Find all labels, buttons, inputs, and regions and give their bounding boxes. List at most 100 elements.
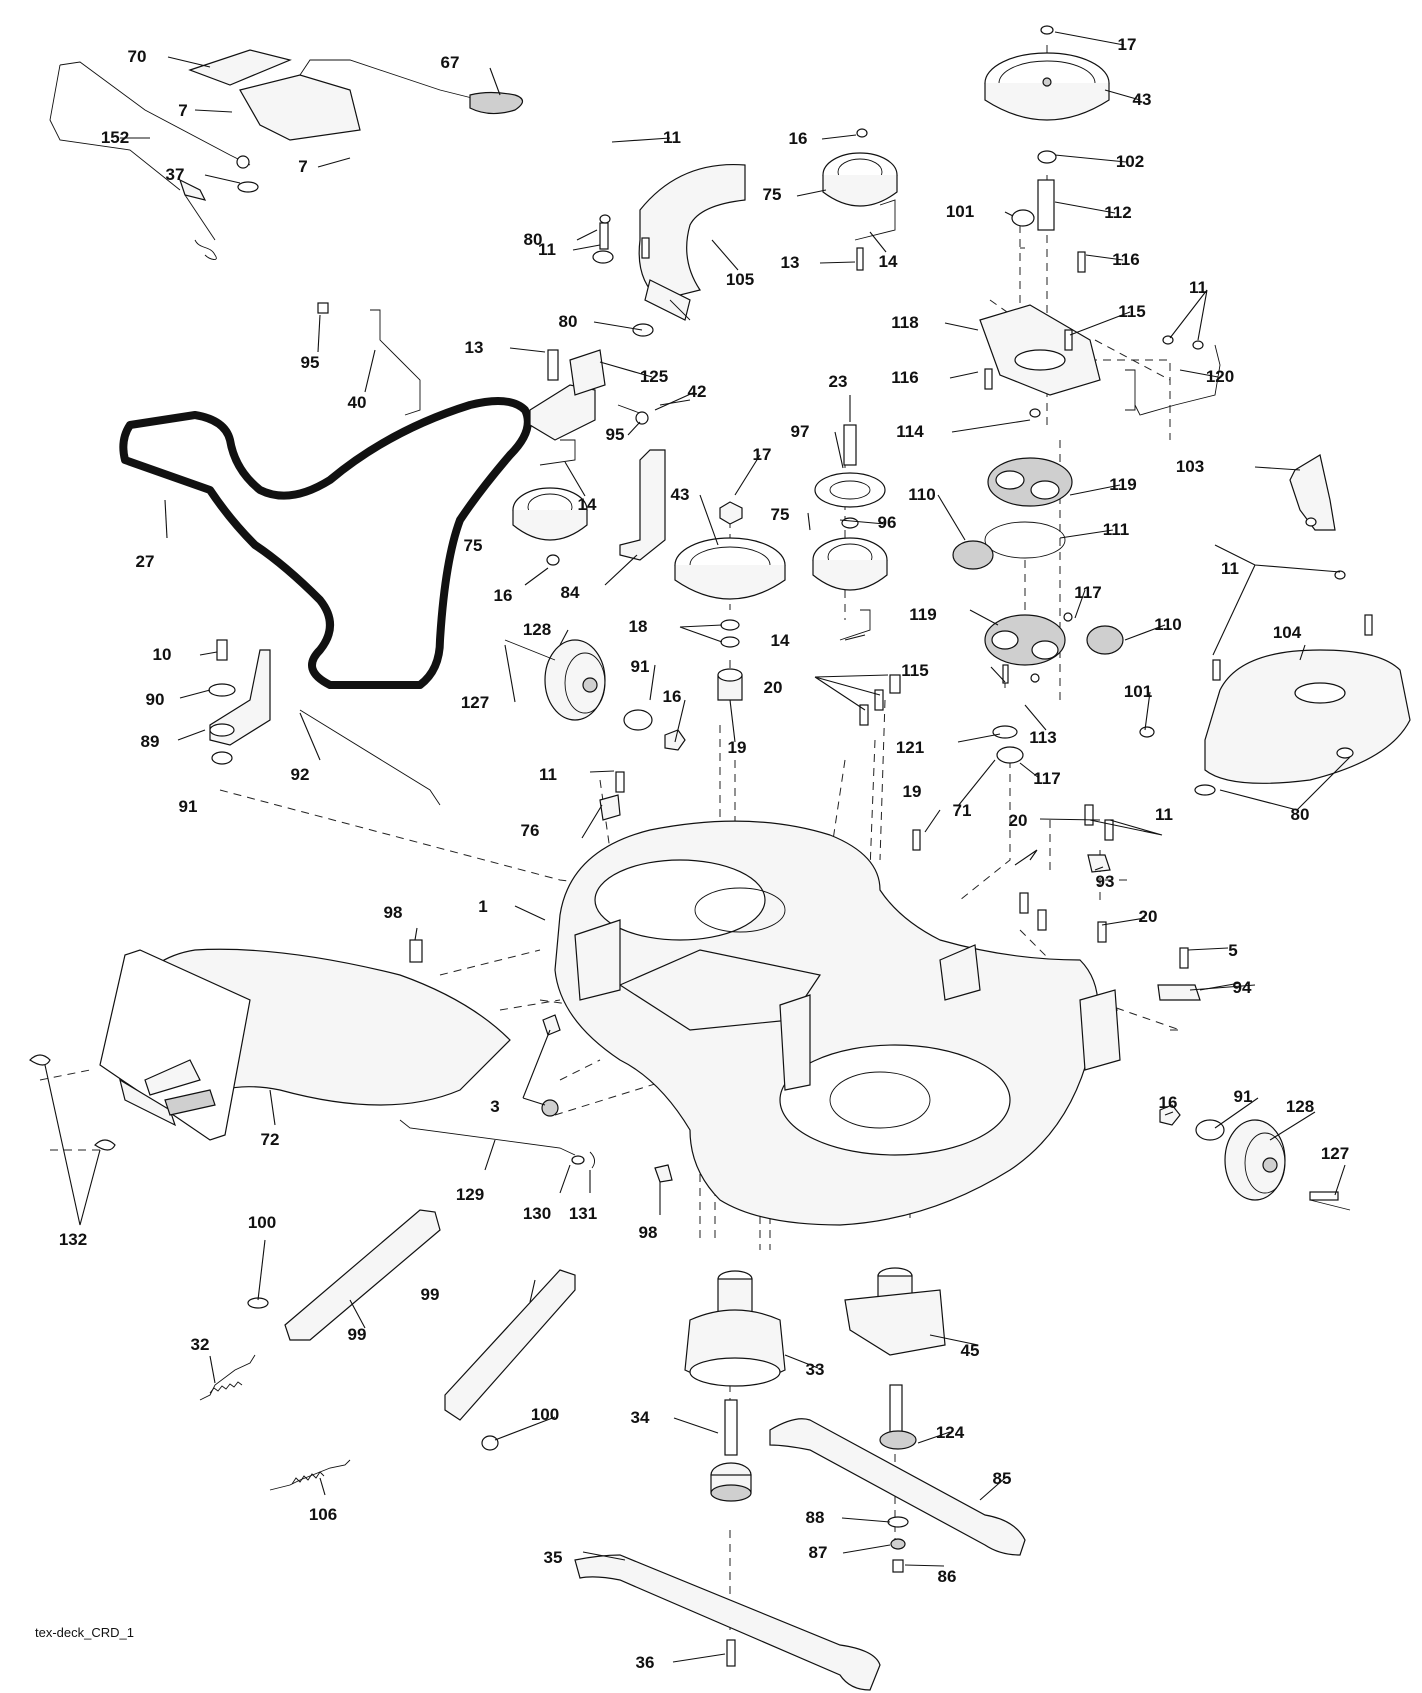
callout-36: 36 <box>636 1653 655 1672</box>
callout-121: 121 <box>896 738 924 757</box>
callout-16: 16 <box>789 129 808 148</box>
callout-17: 17 <box>1118 35 1137 54</box>
callout-76: 76 <box>521 821 540 840</box>
callout-113: 113 <box>1029 728 1056 747</box>
callout-110: 110 <box>1154 615 1181 634</box>
callout-91: 91 <box>631 657 650 676</box>
callout-132: 132 <box>59 1230 87 1249</box>
spring-106 <box>269 1459 351 1491</box>
callout-93: 93 <box>1096 872 1115 891</box>
callout-45: 45 <box>961 1341 980 1360</box>
wing-nut-132-top <box>29 1054 51 1066</box>
pulley-97 <box>814 424 886 529</box>
callout-34: 34 <box>631 1408 650 1427</box>
callout-32: 32 <box>191 1335 210 1354</box>
callout-99: 99 <box>348 1325 367 1344</box>
callout-11: 11 <box>539 765 557 784</box>
pulley-43-top <box>984 25 1110 231</box>
bracket-125 <box>529 384 596 441</box>
callout-14: 14 <box>771 631 790 650</box>
callout-20: 20 <box>764 678 783 697</box>
callout-17: 17 <box>753 445 772 464</box>
callout-67: 67 <box>441 53 460 72</box>
callout-1: 1 <box>478 897 487 916</box>
callout-91: 91 <box>1234 1087 1253 1106</box>
callout-71: 71 <box>953 801 972 820</box>
callout-14: 14 <box>578 495 597 514</box>
bracket-89 <box>209 649 271 746</box>
callout-99: 99 <box>421 1285 440 1304</box>
callout-23: 23 <box>829 372 848 391</box>
gearbox-assembly <box>952 304 1221 764</box>
discharge-chute-72 <box>99 948 511 1141</box>
callout-127: 127 <box>461 693 489 712</box>
callout-152: 152 <box>101 128 129 147</box>
wing-nut-132-bottom <box>94 1139 116 1151</box>
rod-92 <box>299 709 441 806</box>
callout-11: 11 <box>663 128 681 147</box>
callout-131: 131 <box>569 1204 597 1223</box>
callout-110: 110 <box>908 485 935 504</box>
spindle-shaft-34 <box>710 1399 752 1502</box>
callout-27: 27 <box>136 552 155 571</box>
callout-18: 18 <box>629 617 648 636</box>
callout-112: 112 <box>1104 203 1131 222</box>
callout-3: 3 <box>490 1097 499 1116</box>
callout-127: 127 <box>1321 1144 1349 1163</box>
callout-97: 97 <box>791 422 810 441</box>
callout-100: 100 <box>248 1213 276 1232</box>
idler-pulley-75-middle <box>812 537 888 641</box>
gear-cover-103 <box>1289 454 1336 531</box>
callout-19: 19 <box>728 738 747 757</box>
callout-106: 106 <box>309 1505 337 1524</box>
callout-94: 94 <box>1233 978 1252 997</box>
callout-116: 116 <box>1112 250 1139 269</box>
callout-80: 80 <box>1291 805 1310 824</box>
leader-lines <box>44 31 1351 1663</box>
callout-101: 101 <box>946 202 974 221</box>
spring-32 <box>199 1354 256 1401</box>
callout-11: 11 <box>1221 559 1239 578</box>
callout-91: 91 <box>179 797 198 816</box>
callout-75: 75 <box>763 185 782 204</box>
callout-11: 11 <box>538 240 556 259</box>
callout-119: 119 <box>909 605 936 624</box>
spindle-45 <box>844 1267 946 1450</box>
spindle-33 <box>684 1270 786 1387</box>
callout-95: 95 <box>301 353 320 372</box>
idler-pulley-75-top <box>822 128 898 271</box>
callout-75: 75 <box>771 505 790 524</box>
callout-11: 11 <box>1155 805 1173 824</box>
callout-96: 96 <box>878 513 897 532</box>
arm-99-lower <box>444 1269 576 1421</box>
callout-20: 20 <box>1139 907 1158 926</box>
rod-129 <box>399 1119 576 1156</box>
callout-92: 92 <box>291 765 310 784</box>
callout-88: 88 <box>806 1508 825 1527</box>
hardware <box>409 214 1373 1201</box>
callout-128: 128 <box>523 620 551 639</box>
callout-13: 13 <box>465 338 484 357</box>
callout-116: 116 <box>891 368 918 387</box>
callout-40: 40 <box>348 393 367 412</box>
callout-43: 43 <box>671 485 690 504</box>
callout-105: 105 <box>726 270 754 289</box>
callout-120: 120 <box>1206 367 1234 386</box>
callout-100: 100 <box>531 1405 559 1424</box>
callout-84: 84 <box>561 583 580 602</box>
callout-114: 114 <box>896 422 924 441</box>
callout-98: 98 <box>384 903 403 922</box>
callout-89: 89 <box>141 732 160 751</box>
pulley-43-center <box>674 501 786 701</box>
callout-16: 16 <box>1159 1093 1178 1112</box>
deck-cover-104 <box>1204 649 1411 784</box>
callout-118: 118 <box>891 313 918 332</box>
mower-deck-1 <box>554 820 1121 1226</box>
callout-80: 80 <box>524 230 543 249</box>
callout-87: 87 <box>809 1543 828 1562</box>
callout-130: 130 <box>523 1204 551 1223</box>
callout-104: 104 <box>1273 623 1302 642</box>
callout-115: 115 <box>901 661 928 680</box>
